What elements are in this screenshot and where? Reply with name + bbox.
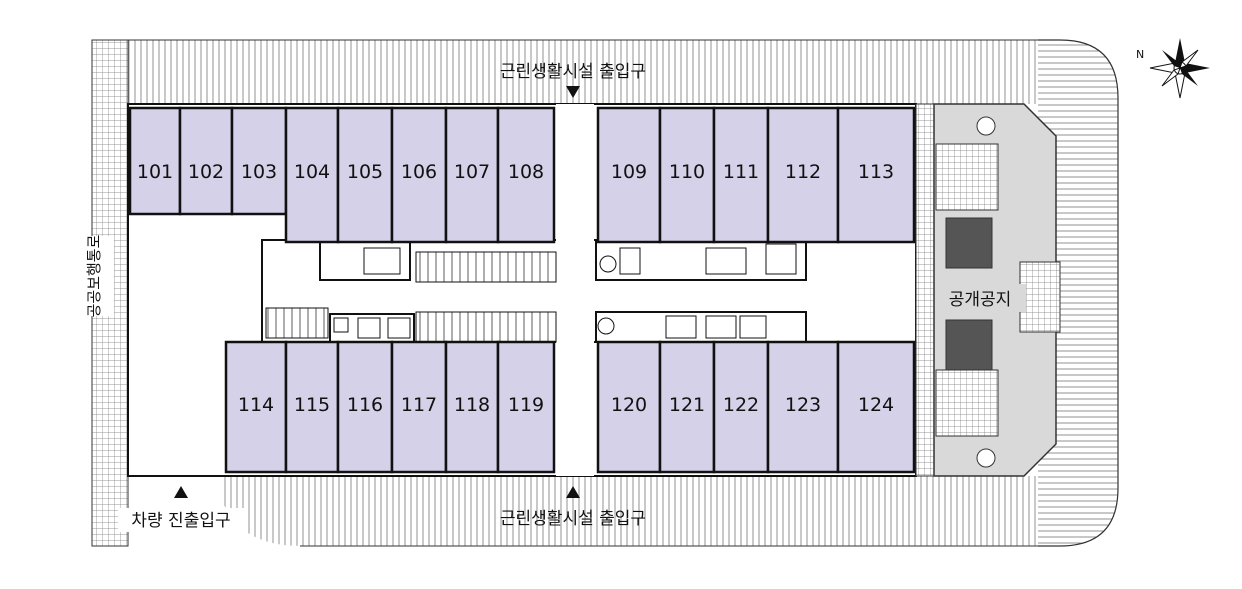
unit-label-124: 124 xyxy=(858,394,894,416)
unit-116 xyxy=(336,340,394,474)
unit-label-117: 117 xyxy=(401,394,437,416)
unit-109 xyxy=(596,106,662,244)
top-entrance-label: 근린생활시설 출입구 xyxy=(500,62,646,82)
unit-107 xyxy=(444,106,500,244)
vehicle-arrow-up-icon xyxy=(174,486,188,498)
unit-113 xyxy=(836,106,916,244)
unit-label-119: 119 xyxy=(508,394,544,416)
unit-115 xyxy=(284,340,340,474)
unit-label-107: 107 xyxy=(454,161,490,183)
unit-label-103: 103 xyxy=(241,161,277,183)
unit-label-123: 123 xyxy=(785,394,821,416)
vehicle-entrance: 차량 진출입구 xyxy=(118,486,244,532)
unit-label-105: 105 xyxy=(347,161,383,183)
vehicle-entrance-label: 차량 진출입구 xyxy=(131,511,230,531)
unit-122 xyxy=(712,340,770,474)
compass-rose-icon: N xyxy=(1136,38,1210,99)
open-space-label: 공개공지 xyxy=(949,290,1012,310)
unit-label-112: 112 xyxy=(785,161,821,183)
entrance-arrow-up-icon xyxy=(566,486,580,498)
unit-101 xyxy=(128,106,182,216)
unit-108 xyxy=(496,106,556,244)
unit-label-122: 122 xyxy=(723,394,759,416)
compass-north-label: N xyxy=(1136,48,1144,61)
unit-label-121: 121 xyxy=(669,394,705,416)
unit-102 xyxy=(178,106,234,216)
unit-label-110: 110 xyxy=(669,161,705,183)
unit-label-111: 111 xyxy=(723,161,759,183)
unit-114 xyxy=(224,340,288,474)
unit-124 xyxy=(836,340,916,474)
units-bottom-row: 114 115 116 117 118 119 120 121 122 123 124 xyxy=(224,340,916,474)
units-top-row: 101 102 103 104 105 106 107 108 109 110 111 112 113 xyxy=(128,106,916,244)
unit-label-115: 115 xyxy=(294,394,330,416)
unit-label-113: 113 xyxy=(858,161,894,183)
unit-label-114: 114 xyxy=(238,394,274,416)
unit-label-118: 118 xyxy=(454,394,490,416)
public-pedestrian-passage: 공공보행통로 xyxy=(84,39,129,547)
unit-label-106: 106 xyxy=(401,161,437,183)
unit-label-116: 116 xyxy=(347,394,383,416)
unit-label-109: 109 xyxy=(611,161,647,183)
unit-label-120: 120 xyxy=(611,394,647,416)
unit-104 xyxy=(284,106,340,244)
site-paving xyxy=(128,39,1119,547)
bottom-entrance: 근린생활시설 출입구 xyxy=(500,486,646,529)
open-space: 공개공지 xyxy=(915,103,1061,477)
elevator-core-left xyxy=(319,239,415,343)
elevator-core-right xyxy=(595,239,807,343)
unit-label-104: 104 xyxy=(294,161,330,183)
top-entrance: 근린생활시설 출입구 xyxy=(500,62,646,98)
unit-119 xyxy=(496,340,556,474)
bottom-entrance-label: 근린생활시설 출입구 xyxy=(500,509,646,529)
unit-label-108: 108 xyxy=(508,161,544,183)
unit-label-101: 101 xyxy=(137,161,173,183)
unit-label-102: 102 xyxy=(188,161,224,183)
side-label: 공공보행통로 xyxy=(85,234,103,317)
entrance-arrow-down-icon xyxy=(566,86,580,98)
unit-105 xyxy=(336,106,394,244)
unit-121 xyxy=(658,340,716,474)
